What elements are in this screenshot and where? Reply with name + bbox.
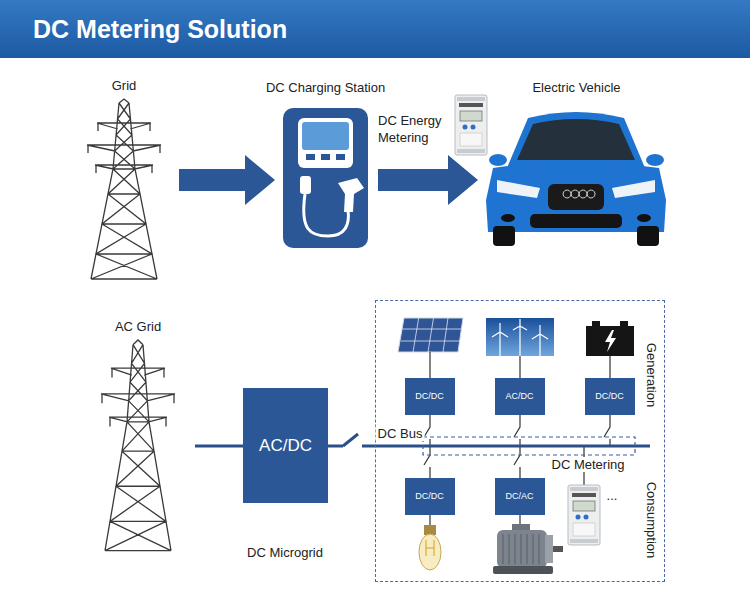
car-wheel xyxy=(637,226,659,246)
solar-grid xyxy=(401,318,462,352)
converter-box: AC/DC xyxy=(495,378,545,415)
bus-label: DC Bus xyxy=(376,426,425,441)
converter-box: DC/DC xyxy=(585,378,635,415)
car-grille xyxy=(548,184,604,210)
ellipsis: ... xyxy=(605,488,620,503)
converter-label: AC/DC xyxy=(505,391,533,402)
wind-sky xyxy=(486,318,554,356)
station-button xyxy=(336,154,345,160)
battery xyxy=(586,321,634,356)
energy-meter xyxy=(568,485,600,545)
station-bezel xyxy=(298,118,353,168)
edge-label: DC Energy Metering xyxy=(378,112,452,146)
side-label: Consumption xyxy=(644,482,659,559)
converter-box: DC/DC xyxy=(405,378,455,415)
car-windshield xyxy=(517,119,635,160)
station-body xyxy=(283,108,368,248)
microgrid-label: DC Microgrid xyxy=(245,545,325,560)
converter-label: DC/DC xyxy=(595,391,624,402)
solar-cells xyxy=(398,318,463,352)
car-roof xyxy=(507,112,645,168)
bulb-filament xyxy=(426,540,434,556)
node-heading: AC Grid xyxy=(115,319,161,335)
car-wheel xyxy=(493,226,515,246)
car-mirror xyxy=(489,154,507,166)
converter-box: AC/DC xyxy=(243,388,328,503)
converter-box: DC/AC xyxy=(495,478,545,515)
car-lower-grille xyxy=(530,214,622,228)
car-logo xyxy=(563,190,595,198)
charging-gun xyxy=(338,178,364,212)
motor-base xyxy=(493,566,553,574)
wind-farm xyxy=(486,318,554,356)
battery-body xyxy=(586,326,634,356)
side-label: Generation xyxy=(644,343,659,407)
transmission-tower xyxy=(87,99,161,279)
bulb-glass xyxy=(419,534,441,570)
battery-terminal xyxy=(592,321,600,326)
station-screen xyxy=(302,122,349,150)
charging-station-picture xyxy=(283,108,368,248)
motor-front xyxy=(545,535,553,563)
charging-cable xyxy=(304,194,349,236)
station-holster xyxy=(300,176,311,194)
converter-label: AC/DC xyxy=(259,436,312,456)
car-body xyxy=(486,162,666,232)
vehicle-node: Electric Vehicle xyxy=(488,110,665,245)
page-title: DC Metering Solution xyxy=(33,14,287,44)
node-heading: Grid xyxy=(112,78,137,94)
motor-body xyxy=(497,530,547,568)
converter-box: DC/DC xyxy=(405,478,455,515)
metering-bracket xyxy=(423,437,635,455)
flow-arrow xyxy=(378,155,478,205)
grid-node: Grid xyxy=(79,99,169,279)
converter-label: DC/DC xyxy=(415,491,444,502)
microgrid-region: GenerationConsumption DC/DC AC/DC DC/DC DC/D… xyxy=(375,300,665,582)
motor-ribs xyxy=(503,534,539,564)
power-line xyxy=(195,445,243,448)
metering-label: DC Metering xyxy=(550,457,627,472)
transmission-tower xyxy=(101,340,175,551)
charging-station-node: DC Charging Station xyxy=(283,108,368,248)
motor-shaft xyxy=(553,546,563,552)
energy-meter xyxy=(455,95,487,155)
flow-arrow xyxy=(179,155,275,205)
node-heading: Electric Vehicle xyxy=(532,80,620,96)
node-heading: DC Charging Station xyxy=(266,80,385,96)
light-bulb xyxy=(419,525,441,570)
car-foglight xyxy=(637,214,651,222)
electric-motor xyxy=(493,524,563,574)
station-button xyxy=(306,154,315,160)
ac-grid-node: AC Grid xyxy=(93,340,183,550)
car-mirror xyxy=(646,154,664,166)
wind-turbines xyxy=(492,319,548,356)
battery-terminal xyxy=(620,321,628,326)
battery-bolt xyxy=(605,330,616,352)
converter-label: DC/DC xyxy=(415,391,444,402)
station-button xyxy=(321,154,330,160)
car-foglight xyxy=(501,214,515,222)
converter-label: DC/AC xyxy=(505,491,533,502)
car-picture xyxy=(486,112,666,246)
solar-panel xyxy=(398,318,463,352)
